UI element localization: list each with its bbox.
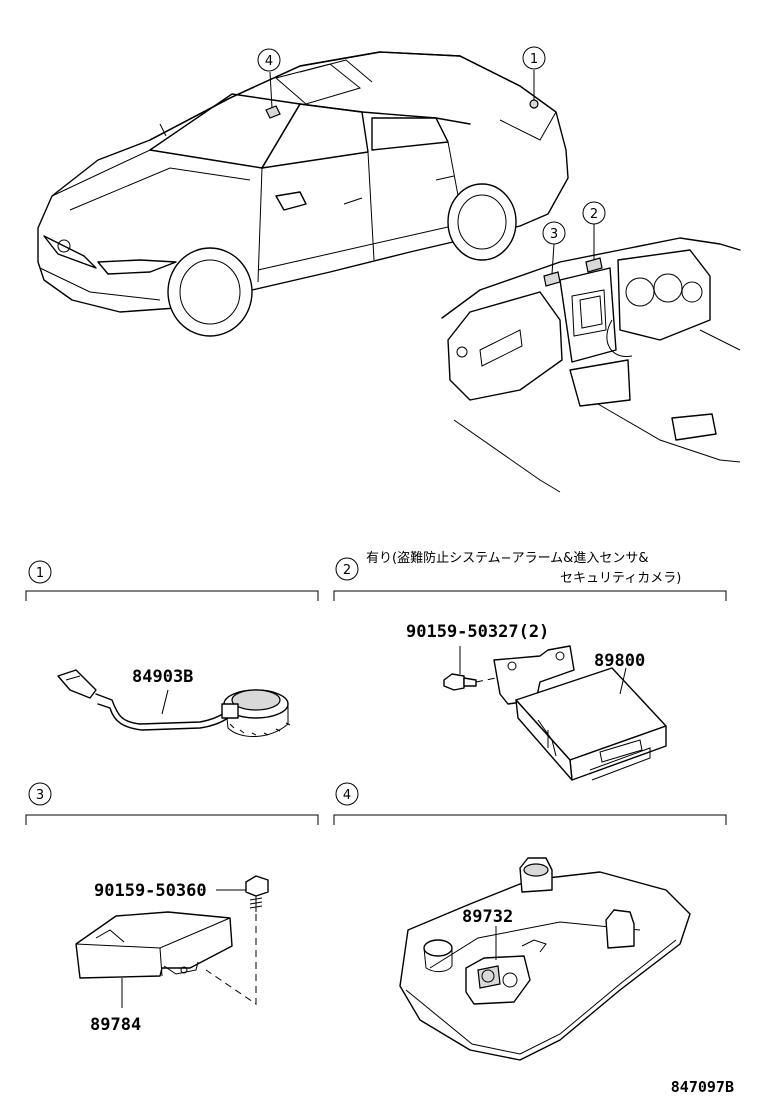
section-2-note-line2: セキュリティカメラ) [560, 571, 681, 586]
car-illustration [37, 51, 569, 337]
section-4-number[interactable]: 4 [335, 782, 359, 806]
section-2-note: 有り(盗難防止システム−アラーム&進入センサ& [366, 550, 648, 566]
section-2-number[interactable]: 2 [335, 557, 359, 581]
section-4: 4 89732 [333, 782, 727, 1061]
callout-label: 1 [530, 52, 538, 67]
section-1: 1 84903B [25, 560, 319, 738]
callout-3-overview[interactable]: 3 [542, 221, 566, 245]
svg-text:4: 4 [343, 788, 351, 803]
part-number-89732[interactable]: 89732 [462, 907, 513, 927]
svg-text:1: 1 [36, 566, 44, 581]
svg-text:2: 2 [343, 563, 351, 578]
svg-text:3: 3 [36, 788, 44, 803]
part-number-89784[interactable]: 89784 [90, 1015, 141, 1035]
part-number-90159-50360[interactable]: 90159-50360 [94, 881, 207, 901]
part-number-90159-50327[interactable]: 90159-50327(2) [406, 622, 549, 642]
section-2: 2 有り(盗難防止システム−アラーム&進入センサ& セキュリティカメラ) 901… [333, 550, 727, 781]
part-number-84903B[interactable]: 84903B [132, 667, 193, 687]
dashboard-illustration [441, 237, 741, 493]
callout-1-overview[interactable]: 1 [522, 46, 546, 70]
section-1-number[interactable]: 1 [28, 560, 52, 584]
callout-label: 4 [265, 54, 273, 69]
part-number-89800[interactable]: 89800 [594, 651, 645, 671]
callout-4-overview[interactable]: 4 [257, 48, 281, 72]
section-3: 3 90159-50360 89784 [25, 782, 319, 1035]
callout-label: 2 [590, 207, 598, 222]
section-3-number[interactable]: 3 [28, 782, 52, 806]
callout-label: 3 [550, 227, 558, 242]
callout-2-overview[interactable]: 2 [582, 201, 606, 225]
drawing-code: 847097B [671, 1078, 734, 1096]
